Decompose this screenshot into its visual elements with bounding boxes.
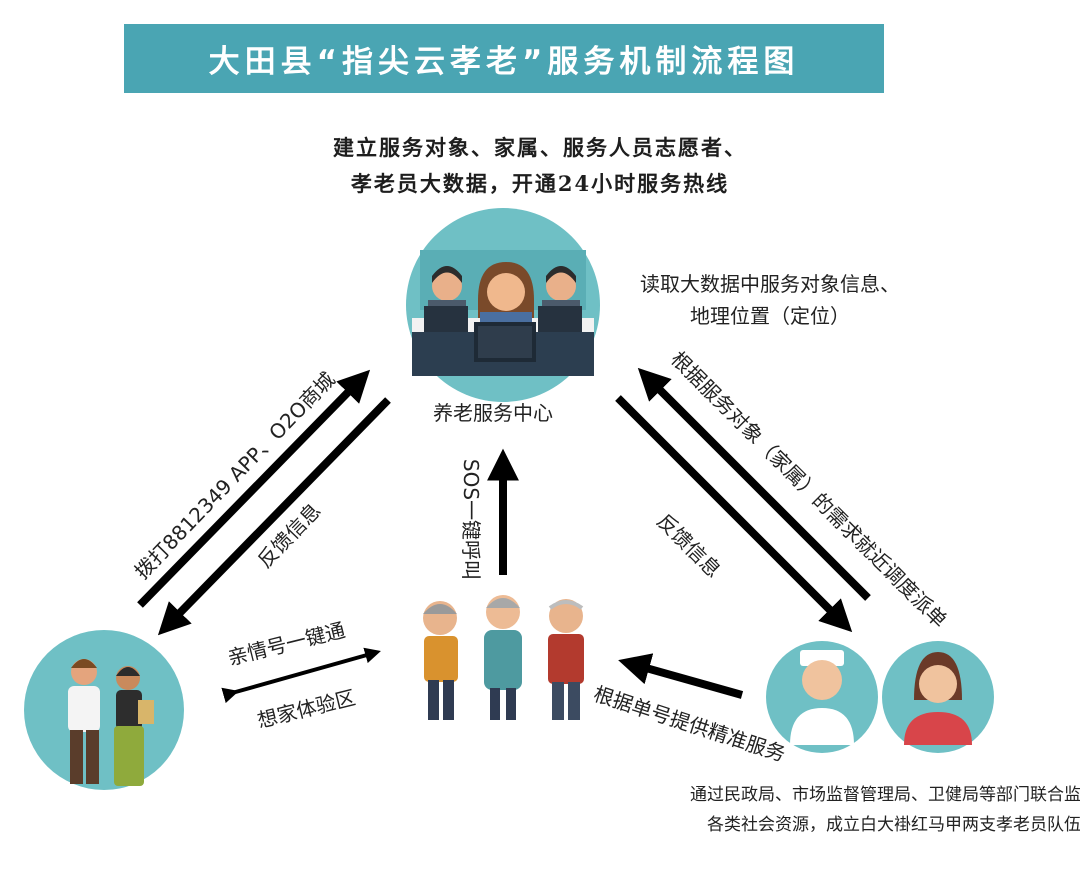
- intro-text: 建立服务对象、家属、服务人员志愿者、 孝老员大数据，开通24小时服务热线: [230, 130, 850, 202]
- arrow-right-up: [637, 367, 871, 601]
- page-title: 大田县“指尖云孝老”服务机制流程图: [124, 24, 884, 93]
- flow-arrows: [137, 367, 871, 704]
- elders-illustration: [423, 595, 584, 720]
- intro-line-2: 孝老员大数据，开通24小时服务热线: [350, 171, 730, 196]
- arrow-left-up: [137, 369, 371, 608]
- top-right-note-line-1: 读取大数据中服务对象信息、: [640, 272, 900, 296]
- intro-line-1: 建立服务对象、家属、服务人员志愿者、: [333, 135, 747, 160]
- service-center-illustration: [406, 208, 600, 402]
- bottom-right-note-line-1: 通过民政局、市场监督管理局、卫健局等部门联合监管: [690, 785, 1080, 805]
- top-right-note: 读取大数据中服务对象信息、 地理位置（定位）: [640, 268, 900, 332]
- service-staff-illustration: [766, 641, 994, 753]
- arrow-left-down: [157, 397, 391, 636]
- bottom-right-note: 通过民政局、市场监督管理局、卫健局等部门联合监管 各类社会资源，成立白大褂红马甲…: [690, 780, 1080, 840]
- arrow-middle-up-label: SOS一键呼叫: [459, 458, 484, 581]
- arrow-staff-to-elders: [618, 653, 744, 699]
- service-center-label: 养老服务中心: [433, 401, 553, 425]
- arrow-family-double: [221, 647, 381, 704]
- bottom-right-note-line-2: 各类社会资源，成立白大褂红马甲两支孝老员队伍: [707, 815, 1080, 835]
- arrow-right-down: [615, 395, 853, 633]
- family-illustration: [24, 630, 184, 790]
- top-right-note-line-2: 地理位置（定位）: [690, 304, 850, 328]
